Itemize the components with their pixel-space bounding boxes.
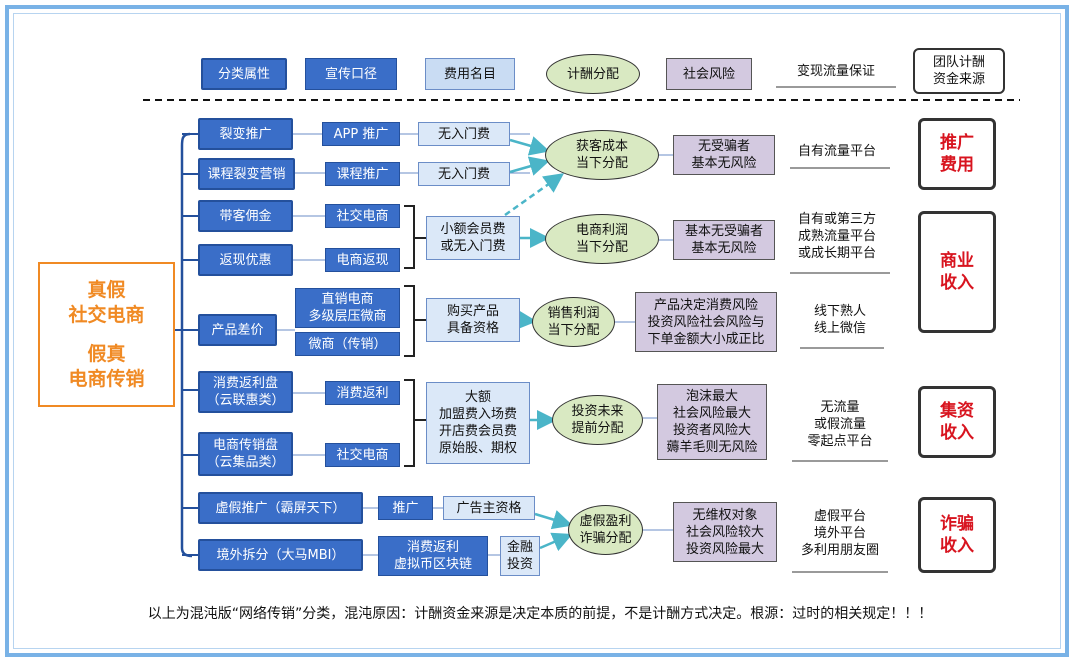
category-fission-promotion: 裂变推广 [198,118,293,150]
category-referral-commission: 带客佣金 [198,200,293,232]
slogan-course: 课程推广 [325,162,400,186]
dashed-flow-arrow [504,173,565,217]
flow-arrows [509,136,573,552]
risk-bubble: 泡沫最大 社会风险最大 投资者风险大 薅羊毛则无风险 [657,384,767,460]
fee-buy-product: 购买产品 具备资格 [426,298,520,342]
category-course-fission: 课程裂变营销 [198,158,295,190]
dist-acquisition-cost: 获客成本 当下分配 [545,130,659,180]
legend-traffic: 变现流量保证 [796,63,875,79]
legend-risk: 社会风险 [666,58,752,90]
category-overseas-split: 境外拆分（大马MBI） [198,539,363,571]
slogan-consumption-rebate: 消费返利 [325,381,400,405]
traffic-no-traffic: 无流量 或假流量 零起点平台 [807,399,873,449]
category-fake-promotion: 虚假推广（霸屏天下） [198,492,363,524]
risk-product-dependent: 产品决定消费风险 投资风险社会风险与 下单金额大小成正比 [635,292,777,352]
category-price-difference: 产品差价 [198,314,277,346]
traffic-underline-1 [790,167,890,169]
root-bracket [180,132,193,558]
category-cashback: 返现优惠 [198,244,293,276]
root-line-1: 真假 社交电商 [68,278,145,326]
dist-fake-profit: 虚假盈利 诈骗分配 [568,505,643,555]
root-line-2: 假真 电商传销 [68,342,145,390]
footer-note: 以上为混沌版“网络传销”分类，混沌原因：计酬资金来源是决定本质的前提，不是计酬方… [147,606,933,622]
traffic-fake-platform: 虚假平台 境外平台 多利用朋友圈 [800,508,879,558]
traffic-own-platform: 自有流量平台 [797,143,876,159]
source-fraud-income: 诈骗 收入 [918,497,996,573]
slogan-social-ecommerce: 社交电商 [325,204,400,228]
legend-category: 分类属性 [201,58,287,90]
dist-sales-profit: 销售利润 当下分配 [532,297,615,347]
category-branches [182,133,198,556]
slogan-wechat-mlm: 微商（传销） [295,332,400,356]
slogan-promotion: 推广 [378,496,433,520]
fee-large-franchise: 大额 加盟费入场费 开店费会员费 原始股、期权 [426,382,530,464]
slogan-ecommerce-cashback: 电商返现 [325,248,400,272]
legend-traffic-underline [776,86,896,88]
traffic-underline-5 [792,571,888,573]
traffic-mature-platform: 自有或第三方 成熟流量平台 或成长期平台 [797,211,876,261]
fee-advertiser: 广告主资格 [443,496,535,520]
inner-frame [13,13,1061,649]
group-brackets [404,205,426,467]
fee-finance-investment: 金融 投资 [500,536,540,576]
source-fundraising-income: 集资 收入 [918,386,996,458]
traffic-underline-3 [800,347,884,349]
source-promotion-fee: 推广 费用 [918,118,996,190]
thin-links [277,133,673,556]
legend-distribution: 计酬分配 [546,54,640,94]
risk-none: 无受骗者 基本无风险 [673,135,775,175]
traffic-offline-wechat: 线下熟人 线上微信 [813,304,866,336]
legend-slogan: 宣传口径 [305,58,397,90]
category-ecommerce-mlm: 电商传销盘 （云集品类） [198,432,293,476]
source-business-income: 商业 收入 [918,211,996,333]
fee-no-entry-1: 无入门费 [418,122,510,146]
legend-source: 团队计酬 资金来源 [913,48,1005,94]
fee-small-membership: 小额会员费 或无入门费 [426,216,520,260]
slogan-direct-sales: 直销电商 多级层压微商 [295,288,400,328]
traffic-underline-2 [790,272,890,274]
dist-ecommerce-profit: 电商利润 当下分配 [545,214,659,264]
risk-basically-none: 基本无受骗者 基本无风险 [673,220,775,260]
slogan-crypto: 消费返利 虚拟币区块链 [378,536,488,576]
category-rebate-scheme: 消费返利盘 （云联惠类） [198,371,293,413]
slogan-social-ecommerce-2: 社交电商 [325,443,400,467]
legend-fee: 费用名目 [425,58,515,90]
traffic-underline-4 [792,460,888,462]
slogan-app: APP 推广 [322,122,400,146]
fee-no-entry-2: 无入门费 [418,162,510,186]
dist-future-investment: 投资未来 提前分配 [552,395,643,445]
risk-no-recourse: 无维权对象 社会风险较大 投资风险最大 [673,502,777,562]
root-node: 真假 社交电商假真 电商传销 [38,262,175,407]
